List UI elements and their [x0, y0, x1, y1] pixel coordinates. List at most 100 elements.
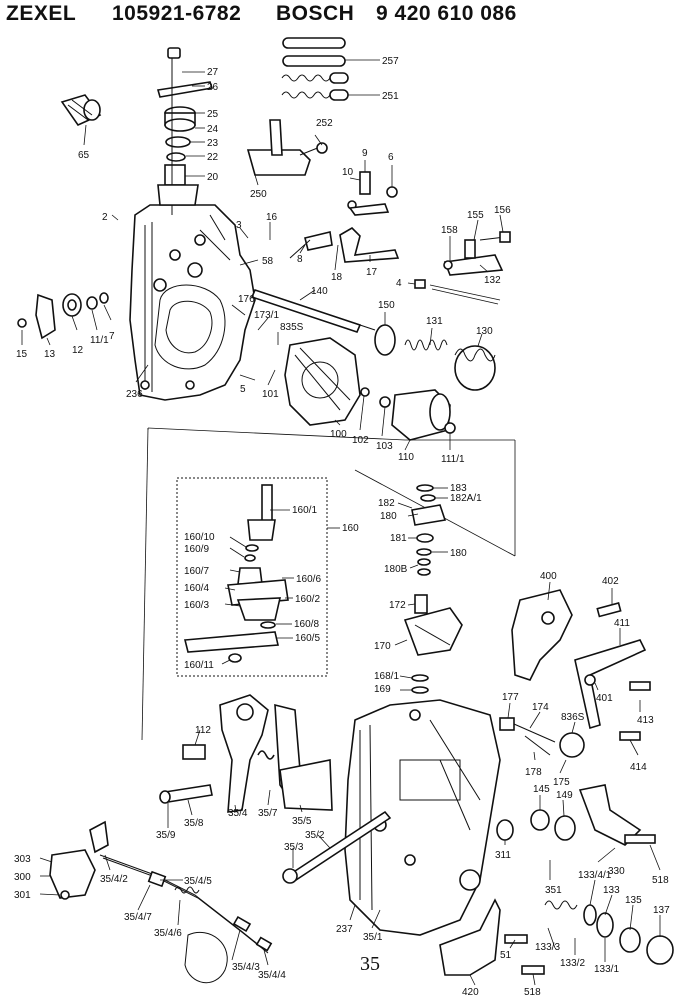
lever-35	[159, 694, 333, 813]
callout-20: 20	[207, 172, 219, 183]
callout-13: 13	[44, 349, 56, 360]
callout-35-4: 35/4	[228, 808, 248, 819]
callout-12: 12	[72, 345, 84, 356]
callout-27: 27	[207, 67, 219, 78]
callout-140: 140	[311, 286, 328, 297]
callout-133-3: 133/3	[535, 942, 560, 953]
rod-35-2	[282, 810, 392, 884]
callout-835s: 835S	[280, 322, 304, 333]
leader-lines	[21, 59, 661, 986]
callout-402: 402	[602, 576, 619, 587]
left-hardware	[17, 292, 109, 340]
valve-stack	[156, 47, 214, 215]
callout-35-4-5: 35/4/5	[184, 876, 212, 887]
callout-112: 112	[195, 725, 211, 736]
callout-65: 65	[78, 150, 90, 161]
page-number: 35	[360, 953, 380, 975]
callout-180-top: 180	[380, 511, 397, 522]
callout-11-1: 11/1	[90, 335, 109, 346]
valve-160	[183, 484, 289, 663]
callout-257: 257	[382, 56, 399, 67]
assembly-160-box	[176, 477, 328, 677]
callout-133-1: 133/1	[594, 964, 619, 975]
callout-26: 26	[207, 82, 219, 93]
callout-35-7: 35/7	[258, 808, 278, 819]
callout-414: 414	[630, 762, 647, 773]
callout-4: 4	[396, 278, 402, 289]
callout-149: 149	[556, 790, 573, 801]
callout-8: 8	[297, 254, 303, 265]
callout-133-4-1: 133/4/1	[578, 870, 612, 881]
callout-182a-1: 182A/1	[450, 493, 482, 504]
callout-101: 101	[262, 389, 279, 400]
callout-35-3: 35/3	[284, 842, 304, 853]
callout-22: 22	[207, 152, 219, 163]
callout-35-5: 35/5	[292, 816, 312, 827]
callout-58: 58	[262, 256, 274, 267]
callout-518-lower: 518	[524, 987, 541, 998]
callout-174: 174	[532, 702, 549, 713]
callout-132: 132	[484, 275, 501, 286]
springs-257-251	[281, 37, 349, 101]
brand-zexel: ZEXEL	[6, 2, 77, 25]
callout-401: 401	[596, 693, 613, 704]
lever-170	[403, 594, 463, 656]
callout-252: 252	[316, 118, 333, 129]
callout-25: 25	[207, 109, 219, 120]
callout-160-8: 160/8	[294, 619, 319, 630]
callout-303: 303	[14, 854, 31, 865]
header: ZEXEL 105921-6782 BOSCH 9 420 610 086	[4, 0, 694, 30]
callout-181: 181	[390, 533, 407, 544]
callout-160-6: 160/6	[296, 574, 321, 585]
bracket-400	[511, 589, 622, 681]
callout-251: 251	[382, 91, 399, 102]
callout-35-4-7: 35/4/7	[124, 912, 152, 923]
lever-250	[246, 119, 328, 176]
callout-35-4-3: 35/4/3	[232, 962, 260, 973]
callout-351: 351	[545, 885, 562, 896]
callout-35-4-4: 35/4/4	[258, 970, 286, 981]
shims-180	[411, 484, 447, 576]
callout-labels: 27 26 25 24 23 22 20 257 251 252 250 65 …	[14, 56, 670, 998]
callout-160-2: 160/2	[295, 594, 320, 605]
callout-420: 420	[462, 987, 479, 998]
callout-160: 160	[342, 523, 359, 534]
callout-160-5: 160/5	[295, 633, 320, 644]
callout-5: 5	[240, 384, 246, 395]
callout-17: 17	[366, 267, 378, 278]
callout-35-4-2: 35/4/2	[100, 874, 128, 885]
callout-178: 178	[525, 767, 542, 778]
callout-160-9: 160/9	[184, 544, 209, 555]
bracket-411	[574, 639, 647, 730]
callout-160-1: 160/1	[292, 505, 317, 516]
callout-10: 10	[342, 167, 354, 178]
callout-237: 237	[336, 924, 353, 935]
callout-177: 177	[502, 692, 519, 703]
callout-18: 18	[331, 272, 343, 283]
callout-518-upper: 518	[652, 875, 669, 886]
callout-133-2: 133/2	[560, 958, 585, 969]
bosch-part-number: 9 420 610 086	[376, 2, 517, 25]
callout-182: 182	[378, 498, 395, 509]
callout-150: 150	[378, 300, 395, 311]
callout-160-4: 160/4	[184, 583, 209, 594]
assembly-leader-lines	[141, 427, 516, 741]
callout-160-10: 160/10	[184, 532, 215, 543]
callout-168-1: 168/1	[374, 671, 399, 682]
plug-133	[504, 900, 674, 975]
callout-170: 170	[374, 641, 391, 652]
bracket-155	[414, 231, 511, 305]
callout-158: 158	[441, 225, 458, 236]
callout-250: 250	[250, 189, 267, 200]
callout-100: 100	[330, 429, 347, 440]
zexel-part-number: 105921-6782	[112, 2, 242, 25]
callout-400: 400	[540, 571, 557, 582]
callout-301: 301	[14, 890, 31, 901]
callout-155: 155	[467, 210, 484, 221]
callout-160-3: 160/3	[184, 600, 209, 611]
callout-311: 311	[495, 850, 511, 861]
cable-35-4	[49, 820, 273, 984]
callout-15: 15	[16, 349, 28, 360]
callout-9: 9	[362, 148, 368, 159]
callout-111-1: 111/1	[441, 454, 465, 465]
